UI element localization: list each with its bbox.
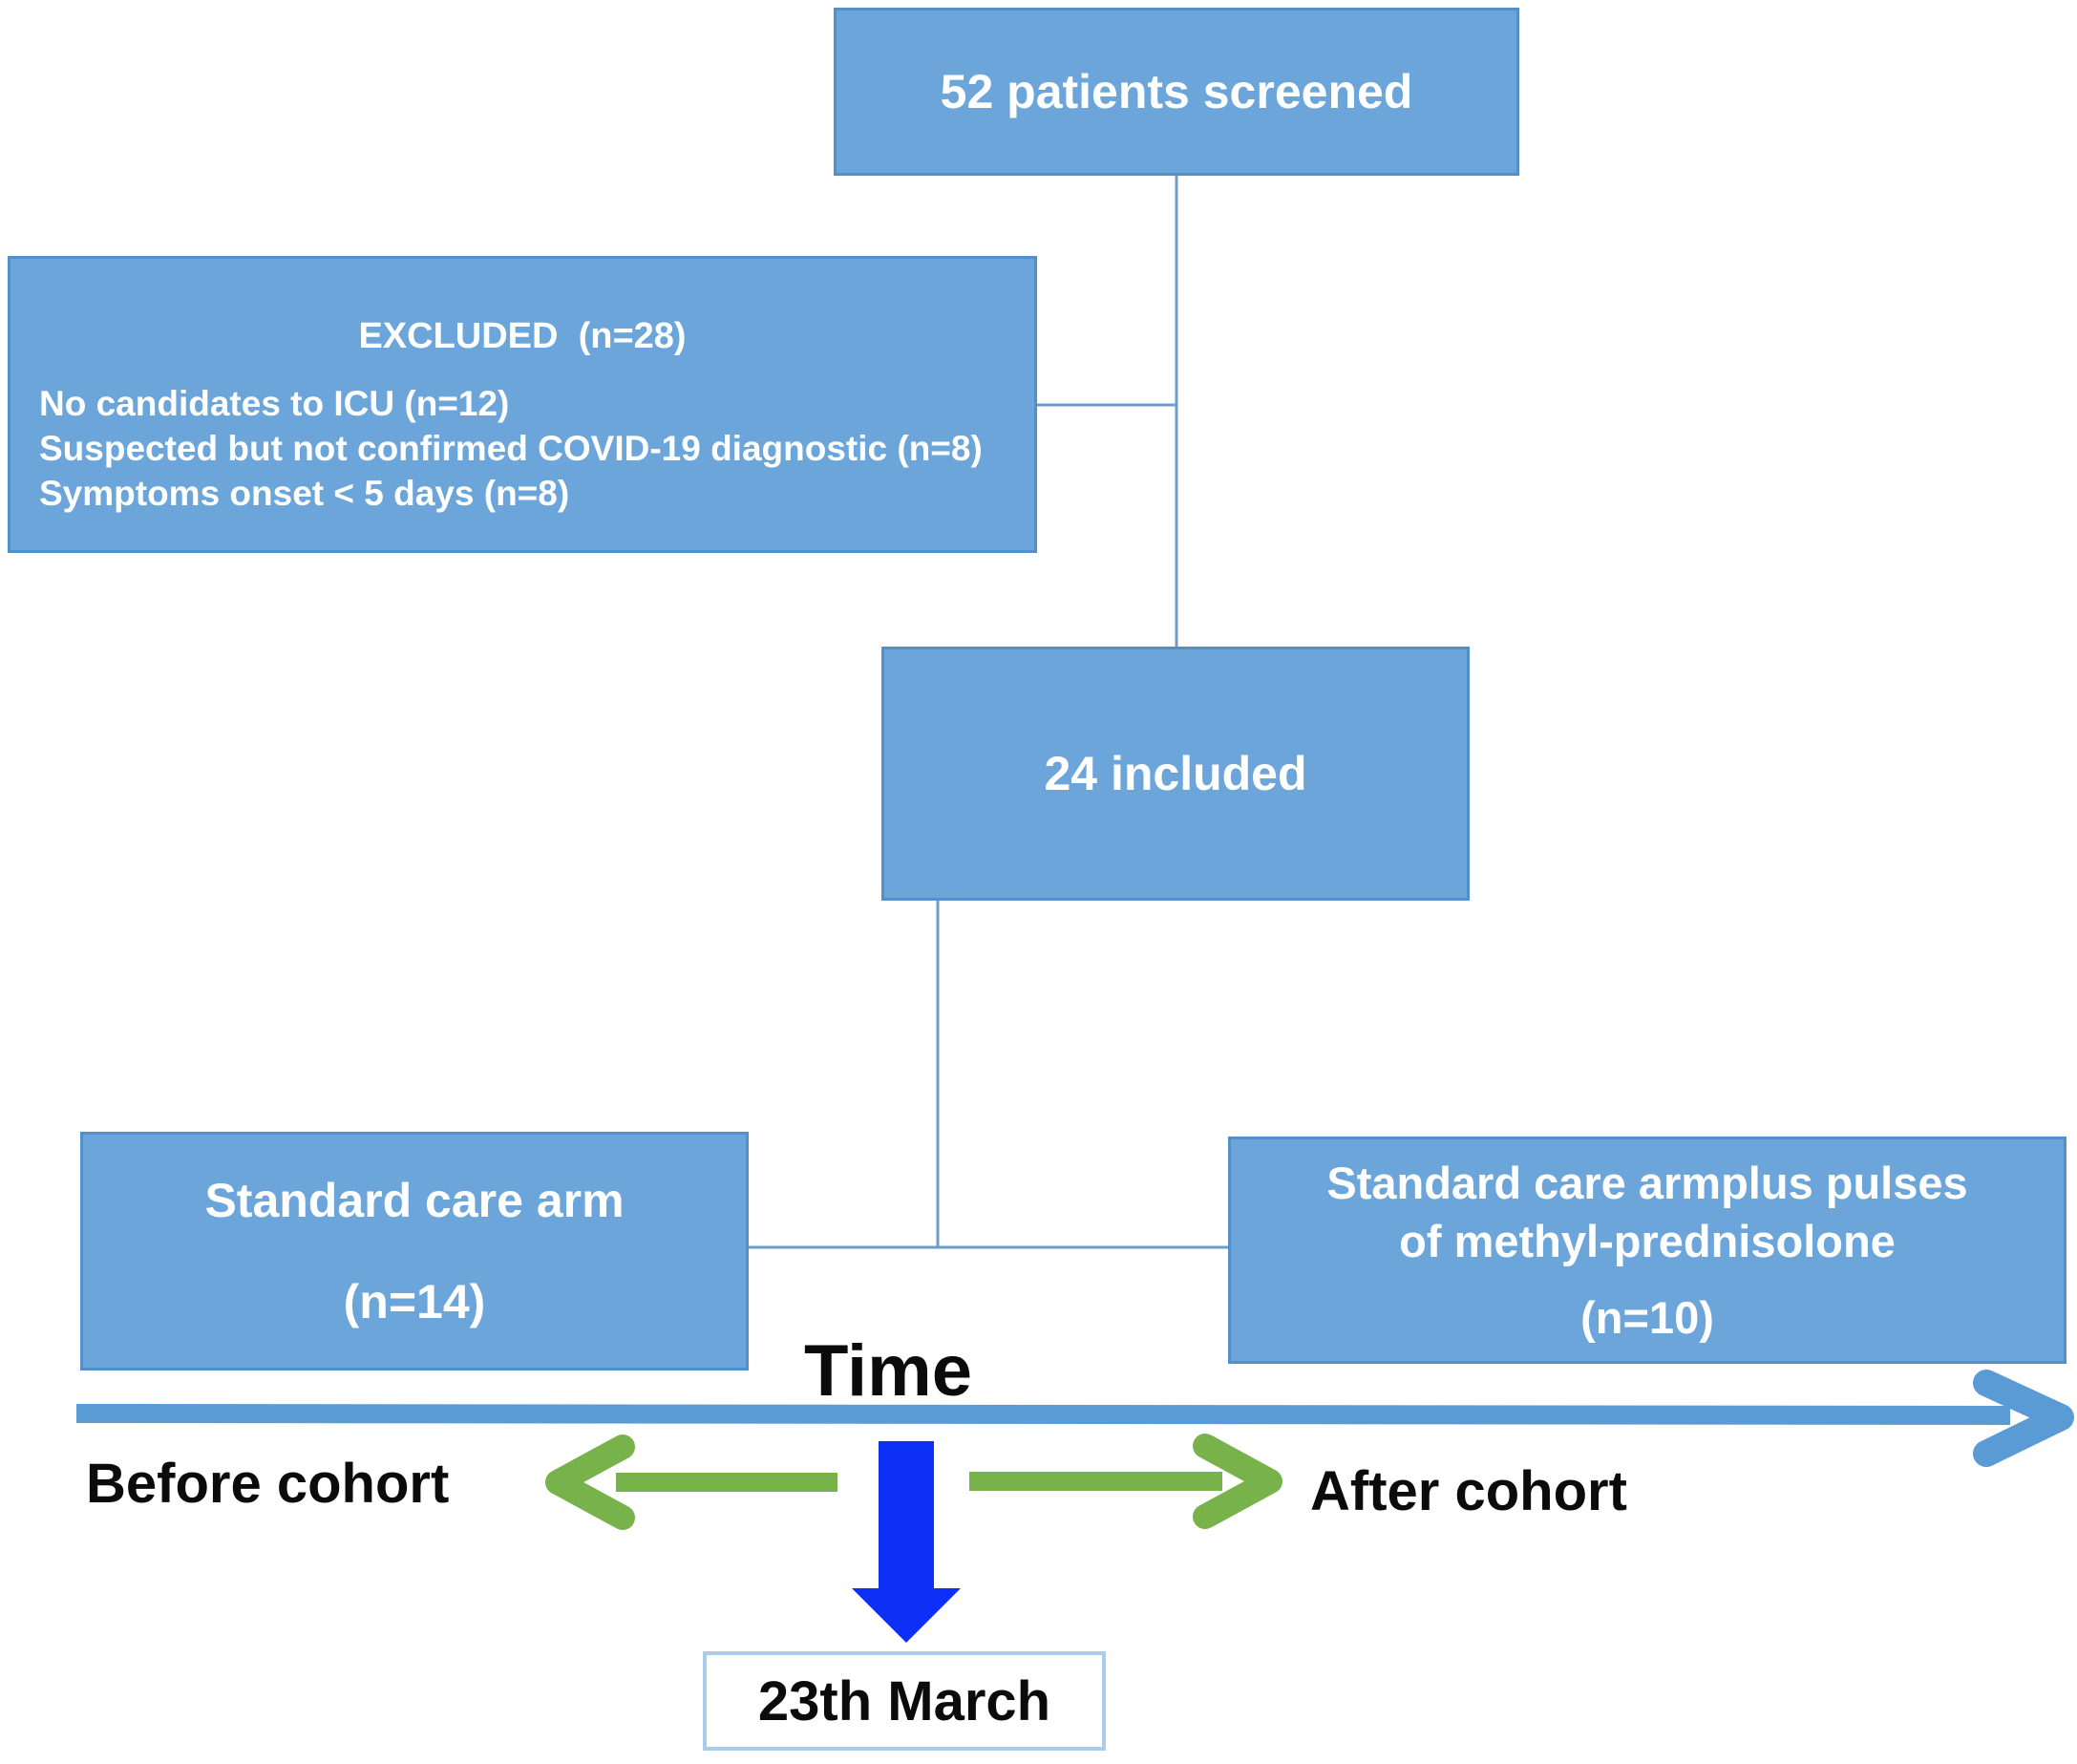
excluded-title: EXCLUDED (n=28) <box>358 316 687 356</box>
timeline-arrowhead-icon <box>1973 1370 2074 1467</box>
screened-patients-box: 52 patients screened <box>834 8 1519 176</box>
excluded-reason-not-confirmed: Suspected but not confirmed COVID-19 dia… <box>39 428 983 468</box>
excluded-reason-symptom-onset: Symptoms onset < 5 days (n=8) <box>39 473 570 513</box>
timeline-axis <box>75 1404 2011 1425</box>
steroid-arm-count: (n=10) <box>1580 1291 1714 1343</box>
excluded-reason-icu: No candidates to ICU (n=12) <box>39 384 510 423</box>
date-label: 23th March <box>757 1669 1051 1732</box>
excluded-box: EXCLUDED (n=28) No candidates to ICU (n=… <box>8 256 1037 553</box>
included-patients-box: 24 included <box>881 647 1470 901</box>
before-arrow-icon <box>545 1435 635 1530</box>
after-cohort-label: After cohort <box>1310 1460 1627 1522</box>
standard-care-arm-label: Standard care arm <box>204 1174 625 1227</box>
date-box: 23th March <box>703 1651 1106 1751</box>
steroid-arm-label-line2: of methyl-prednisolone <box>1399 1216 1896 1267</box>
before-cohort-label: Before cohort <box>86 1453 450 1515</box>
march-down-arrow-icon <box>852 1441 961 1643</box>
screened-patients-label: 52 patients screened <box>940 65 1413 118</box>
time-axis-title: Time <box>804 1330 973 1412</box>
included-patients-label: 24 included <box>1044 747 1307 800</box>
steroid-arm-box: Standard care armplus pulses of methyl-p… <box>1228 1137 2066 1364</box>
standard-care-arm-box: Standard care arm (n=14) <box>80 1132 749 1371</box>
steroid-arm-label-line1: Standard care armplus pulses <box>1326 1158 1968 1209</box>
after-arrow-icon <box>1193 1434 1282 1529</box>
standard-care-arm-count: (n=14) <box>343 1275 486 1328</box>
